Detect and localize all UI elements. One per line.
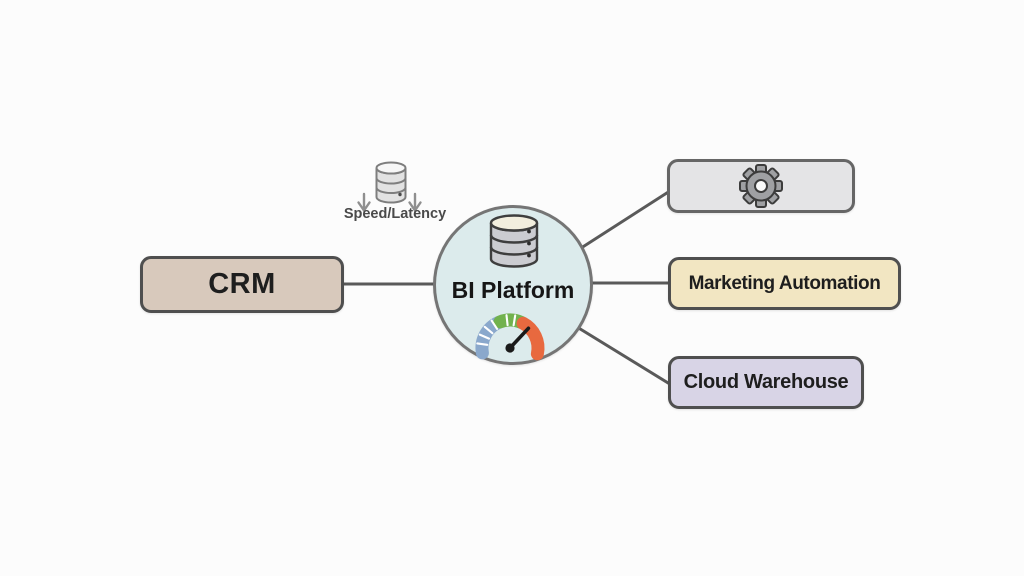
- node-bi-platform-label: BI Platform: [451, 277, 575, 303]
- gear-hole: [754, 179, 768, 193]
- down-arrow-icon: [357, 192, 371, 212]
- node-cloud-warehouse-label: Cloud Warehouse: [683, 371, 849, 393]
- node-crm-label: CRM: [208, 268, 276, 300]
- gauge-icon: [475, 313, 545, 361]
- node-marketing-automation-label: Marketing Automation: [688, 272, 881, 294]
- database-icon: [489, 214, 539, 268]
- small-database-icon: [375, 161, 407, 204]
- down-arrow-icon: [408, 192, 422, 212]
- node-bi-platform: BI Platform: [433, 205, 593, 365]
- node-marketing-automation: Marketing Automation: [668, 257, 901, 310]
- node-crm: CRM: [140, 256, 344, 313]
- speed-latency-label: Speed/Latency: [343, 206, 447, 222]
- node-settings: [667, 159, 855, 213]
- edge-bi-cloud: [575, 325, 675, 388]
- node-cloud-warehouse: Cloud Warehouse: [668, 356, 864, 409]
- edge-bi-settings: [576, 187, 675, 252]
- gear-icon: [738, 163, 784, 209]
